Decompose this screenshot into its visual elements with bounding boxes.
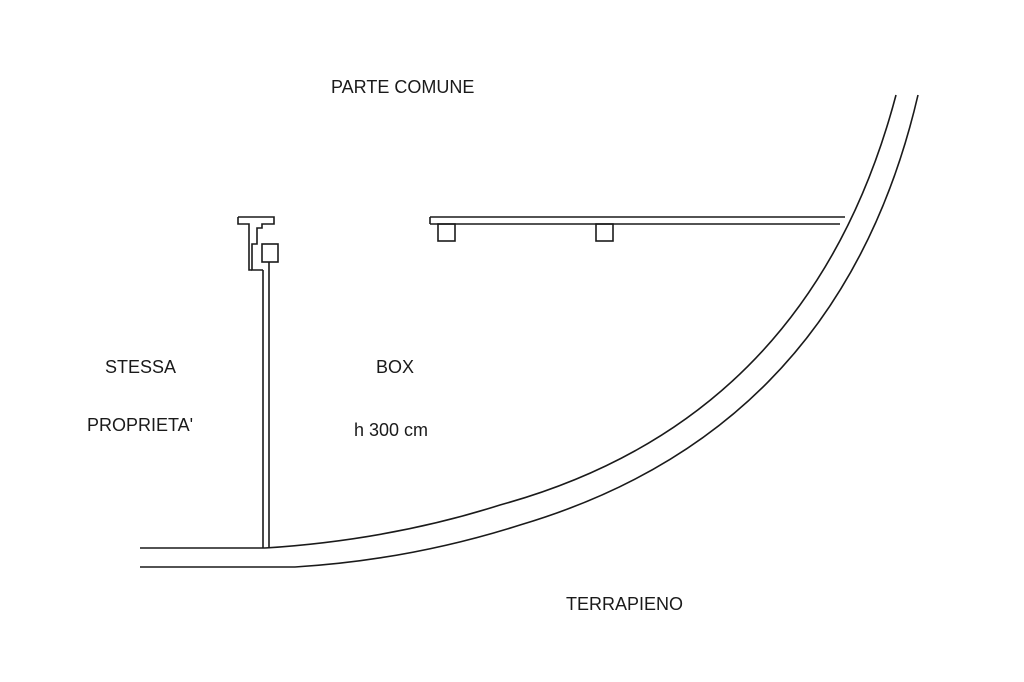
- label-parte-comune: PARTE COMUNE: [331, 77, 475, 97]
- ceiling-beam-1: [437, 223, 456, 242]
- partition-wall-cap: [238, 216, 275, 271]
- partition-wall-beam-block: [261, 243, 279, 263]
- ceiling-beam-2: [595, 223, 614, 242]
- label-box: BOX: [376, 357, 415, 377]
- partition-wall-cap-left: [237, 217, 252, 271]
- label-height: h 300 cm: [354, 420, 429, 440]
- label-proprieta: PROPRIETA': [87, 415, 194, 435]
- curved-wall-inner-line: [264, 94, 897, 549]
- label-terrapieno: TERRAPIENO: [566, 594, 684, 614]
- curved-wall-outer-line: [294, 94, 919, 568]
- label-stessa: STESSA: [105, 357, 177, 377]
